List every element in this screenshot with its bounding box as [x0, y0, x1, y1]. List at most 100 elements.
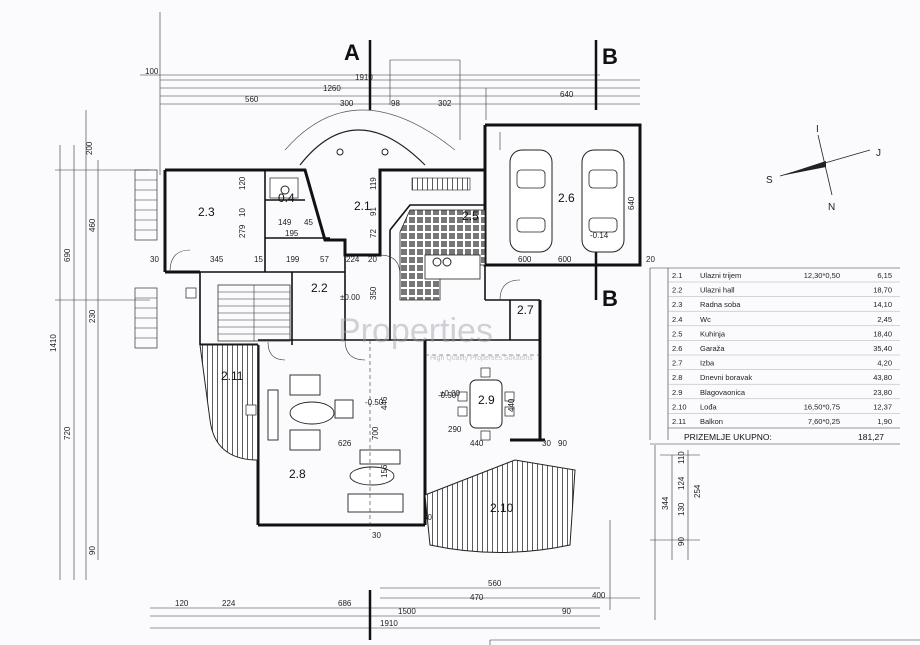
- area-table-cell-name: Balkon: [700, 417, 723, 426]
- interior-stairs: [217, 284, 291, 342]
- area-table-cell-calc: 7,60*0,25: [808, 417, 840, 426]
- svg-text:254: 254: [693, 484, 702, 498]
- dimension-lines-left: [55, 110, 150, 580]
- svg-text:279: 279: [238, 224, 247, 238]
- svg-text:156: 156: [380, 464, 389, 478]
- room-label-2-9: 2.9: [478, 393, 495, 407]
- dim-left-690: 690: [63, 248, 72, 262]
- room-label-2-7: 2.7: [517, 303, 534, 317]
- dim-top-302: 302: [438, 99, 452, 108]
- area-table-cell-name: Dnevni boravak: [700, 373, 752, 382]
- dim-bottom-224: 224: [222, 599, 236, 608]
- area-table-cell-area: 43,80: [873, 373, 892, 382]
- area-table-cell-area: 6,15: [877, 271, 892, 280]
- dimension-lines-bottom: [150, 587, 640, 629]
- svg-text:±0.00: ±0.00: [340, 293, 361, 302]
- living-room-furniture: [267, 374, 404, 513]
- area-table-cell-area: 1,90: [877, 417, 892, 426]
- svg-text:-0.14: -0.14: [590, 231, 609, 240]
- svg-text:-0.50: -0.50: [438, 391, 457, 400]
- area-table-cell-area: 35,40: [873, 344, 892, 353]
- loggia-2-10: [424, 459, 576, 553]
- dim-bottom-90: 90: [562, 607, 571, 616]
- svg-text:440: 440: [507, 398, 516, 412]
- svg-text:15: 15: [254, 255, 263, 264]
- watermark-tagline: High Quality Properties Solutions: [430, 355, 533, 362]
- svg-text:30: 30: [372, 531, 381, 540]
- fireplace-block: [245, 404, 257, 416]
- svg-text:600: 600: [518, 255, 532, 264]
- area-table-cell-name: Garaža: [700, 344, 725, 353]
- svg-text:199: 199: [286, 255, 300, 264]
- svg-text:45: 45: [304, 218, 313, 227]
- entry-steps-arc: [284, 109, 456, 151]
- dim-bottom-470: 470: [470, 593, 484, 602]
- door-arc-living: [344, 339, 366, 361]
- area-table-cell-num: 2.3: [672, 300, 682, 309]
- area-table-cell-num: 2.2: [672, 286, 682, 295]
- dim-top-560: 560: [245, 95, 259, 104]
- svg-text:30: 30: [542, 439, 551, 448]
- svg-text:440: 440: [470, 439, 484, 448]
- svg-text:30: 30: [150, 255, 159, 264]
- room-label-2-1: 2.1: [354, 199, 371, 213]
- svg-text:700: 700: [371, 426, 380, 440]
- compass-west: J: [876, 148, 881, 159]
- watermark-logo: Properties: [338, 312, 493, 350]
- garage-car-right: [581, 149, 625, 253]
- svg-text:124: 124: [677, 476, 686, 490]
- svg-text:110: 110: [677, 451, 686, 464]
- svg-text:±0.00: ±0.00: [440, 389, 461, 398]
- chimney-block: [185, 287, 197, 299]
- svg-text:10: 10: [238, 208, 247, 217]
- balcony-2-11: [199, 344, 259, 461]
- svg-text:90: 90: [558, 439, 567, 448]
- svg-text:20: 20: [646, 255, 655, 264]
- dim-top-100: 100: [145, 67, 159, 76]
- dining-table: [457, 367, 515, 441]
- compass-south: S: [766, 175, 773, 186]
- area-table-cell-name: Ulazni hall: [700, 286, 735, 295]
- svg-text:345: 345: [210, 255, 224, 264]
- area-table-cell-area: 4,20: [877, 359, 892, 368]
- dim-top-98: 98: [391, 99, 400, 108]
- stove-burner-2: [442, 257, 452, 267]
- svg-text:57: 57: [320, 255, 329, 264]
- kitchen-table: [424, 254, 481, 280]
- room-label-2-3: 2.3: [198, 205, 215, 219]
- area-table-cell-name: Ulazni trijem: [700, 271, 741, 280]
- area-table-cell-num: 2.7: [672, 359, 682, 368]
- svg-text:224: 224: [346, 255, 360, 264]
- dim-top-1260: 1260: [323, 84, 341, 93]
- dim-left-230: 230: [88, 309, 97, 323]
- svg-text:120: 120: [238, 176, 247, 190]
- section-b-label-bottom: B: [602, 286, 618, 311]
- dim-bottom-400: 400: [592, 591, 606, 600]
- door-arc-stairs: [267, 341, 286, 361]
- area-table-cell-name: Kuhinja: [700, 329, 726, 338]
- svg-text:130: 130: [677, 502, 686, 516]
- area-table-cell-calc: 16,50*0,75: [804, 402, 840, 411]
- area-table-cell-num: 2.1: [672, 271, 682, 280]
- dim-bottom-120: 120: [175, 599, 189, 608]
- svg-text:344: 344: [661, 496, 670, 510]
- svg-text:30: 30: [423, 513, 432, 522]
- svg-text:626: 626: [338, 439, 352, 448]
- room-label-2-10: 2.10: [490, 501, 514, 515]
- compass-icon: [779, 134, 871, 196]
- area-table-cell-area: 14,10: [873, 300, 892, 309]
- dim-left-460: 460: [88, 218, 97, 232]
- svg-text:91: 91: [369, 207, 378, 216]
- dim-top-300: 300: [340, 99, 354, 108]
- section-b-label-top: B: [602, 44, 618, 69]
- area-table-cell-name: Radna soba: [700, 300, 741, 309]
- stove-burner-1: [432, 257, 442, 267]
- door-arc-office: [169, 249, 191, 273]
- area-table-cell-name: Blagovaonica: [700, 388, 746, 397]
- svg-text:350: 350: [369, 286, 378, 300]
- room-label-2-11: 2.11: [221, 369, 244, 383]
